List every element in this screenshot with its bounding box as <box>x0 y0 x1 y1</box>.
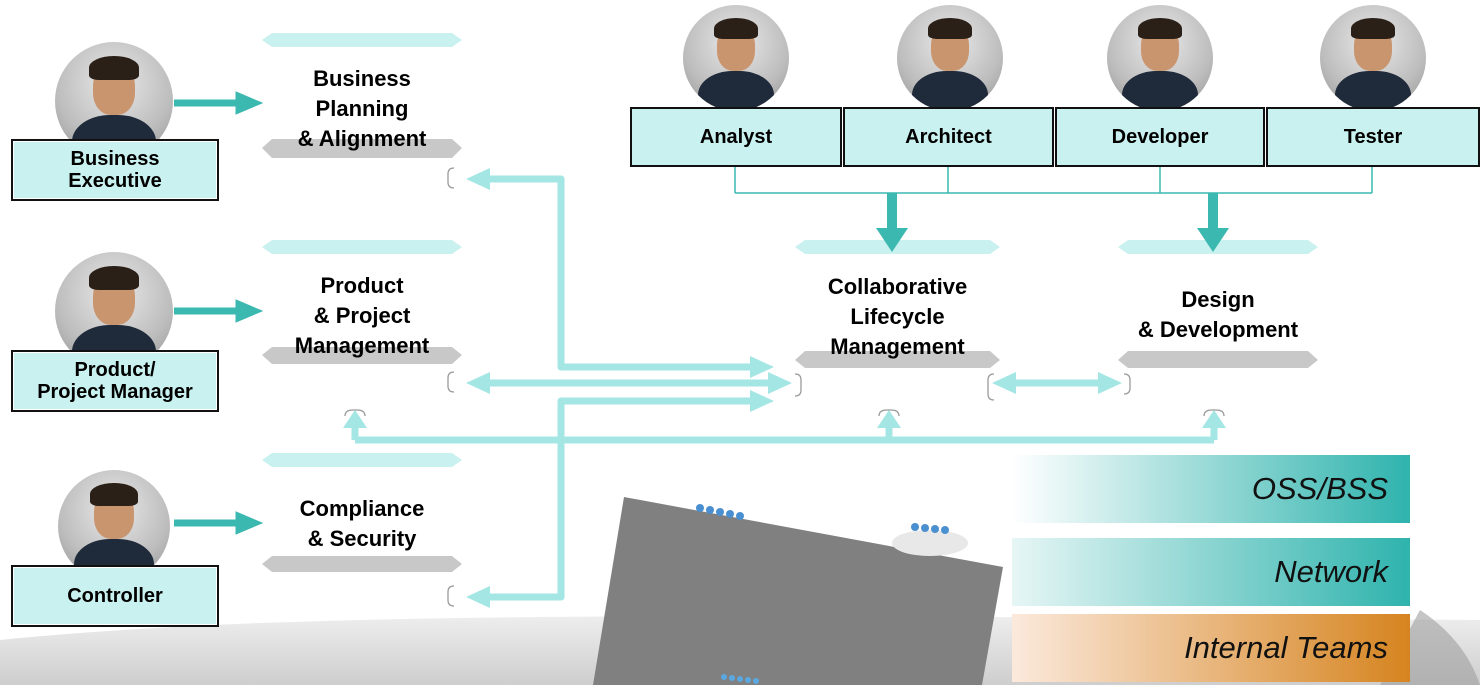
role-label-line1: Controller <box>67 585 163 607</box>
role-business-executive: Business Executive <box>11 139 219 201</box>
node-label-design-dev: Design & Development <box>1137 287 1299 342</box>
people-pedestal-icon <box>892 530 968 556</box>
band-oss-bss: OSS/BSS <box>1012 455 1410 523</box>
team-architect: Architect <box>843 107 1054 167</box>
arrow-team-to-design <box>1197 193 1229 252</box>
node-compliance <box>262 453 462 572</box>
flow-connectors <box>343 168 1226 608</box>
people-group-icon-2 <box>911 523 949 534</box>
band-label: OSS/BSS <box>1251 471 1388 506</box>
role-product-project-manager: Product/ Project Manager <box>11 350 219 412</box>
role-label-line2: Project Manager <box>37 381 193 403</box>
node-label-product-project: Product & Project Management <box>294 273 430 358</box>
node-product-project <box>262 240 462 364</box>
node-design-dev <box>1118 240 1318 368</box>
arrow-team-to-clm <box>876 193 908 252</box>
role-label-line1: Business <box>70 148 160 170</box>
people-group-icon-1 <box>696 504 744 520</box>
team-label: Developer <box>1111 125 1209 148</box>
node-clm <box>795 240 1000 368</box>
arrow-pm-to-product <box>174 299 264 323</box>
node-label-clm: Collaborative Lifecycle Management <box>827 274 968 359</box>
team-card <box>593 497 1003 685</box>
role-label-line1: Product/ <box>74 359 156 381</box>
team-developer: Developer <box>1055 107 1265 167</box>
role-label-line2: Executive <box>68 170 162 192</box>
team-label: Architect <box>905 125 992 148</box>
team-label: Analyst <box>699 125 773 148</box>
team-connector <box>734 167 1373 194</box>
controller-photo <box>58 470 170 582</box>
developer-photo <box>1107 5 1213 111</box>
port-icons <box>344 167 1225 607</box>
arrow-controller-to-compliance <box>174 511 264 535</box>
team-tester: Tester <box>1266 107 1480 167</box>
node-business-planning <box>262 33 462 158</box>
band-label: Internal Teams <box>1184 630 1388 665</box>
analyst-photo <box>683 5 789 111</box>
arrow-exec-to-planning <box>174 91 264 115</box>
node-label-compliance: Compliance & Security <box>299 496 425 551</box>
tester-photo <box>1320 5 1426 111</box>
band-internal-teams: Internal Teams <box>1012 614 1410 682</box>
band-network: Network <box>1012 538 1410 606</box>
band-label: Network <box>1274 554 1388 589</box>
team-analyst: Analyst <box>630 107 842 167</box>
role-controller: Controller <box>11 565 219 627</box>
node-label-business-planning: Business Planning & Alignment <box>297 66 427 151</box>
people-group-icon-3 <box>721 674 759 684</box>
architect-photo <box>897 5 1003 111</box>
team-label: Tester <box>1343 125 1403 148</box>
